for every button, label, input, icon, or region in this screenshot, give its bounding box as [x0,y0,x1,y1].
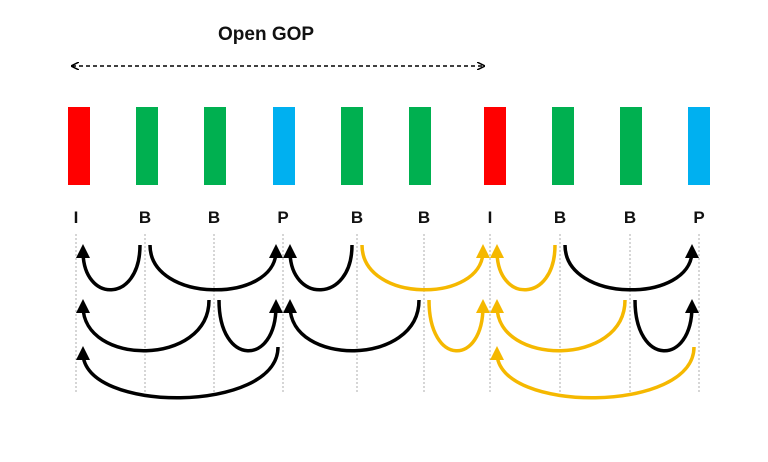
reference-arrow [490,244,557,292]
frame-label: B [138,208,152,227]
frame-label: B [623,208,637,227]
reference-arrow [563,244,699,292]
frame-bar-I [484,107,506,185]
reference-arrow [490,346,696,400]
reference-arrow [283,244,354,292]
frame-bar-P [688,107,710,185]
frame-bar-B [409,107,431,185]
reference-arrow [148,244,283,292]
frame-bar-B [136,107,158,185]
frame-label: B [553,208,567,227]
reference-arrow [633,299,699,353]
reference-arrow [76,299,211,353]
frame-label: P [693,208,705,227]
frame-bar-P [273,107,295,185]
frame-bar-I [68,107,90,185]
frame-bar-B [204,107,226,185]
reference-arrow [76,346,280,400]
frame-bar-B [620,107,642,185]
reference-arrow [217,299,283,353]
reference-arrow [490,299,627,353]
reference-arrow [76,244,142,292]
frame-label: B [207,208,221,227]
gop-title: Open GOP [218,24,315,45]
reference-arrow [427,299,490,353]
frame-label: B [350,208,364,227]
frame-label: B [417,208,431,227]
reference-arrow [283,299,421,353]
frame-bar-B [552,107,574,185]
frame-bar-B [341,107,363,185]
frame-label: I [73,208,79,227]
reference-arrow [360,244,490,292]
frame-label: P [277,208,289,227]
frame-label: I [487,208,493,227]
